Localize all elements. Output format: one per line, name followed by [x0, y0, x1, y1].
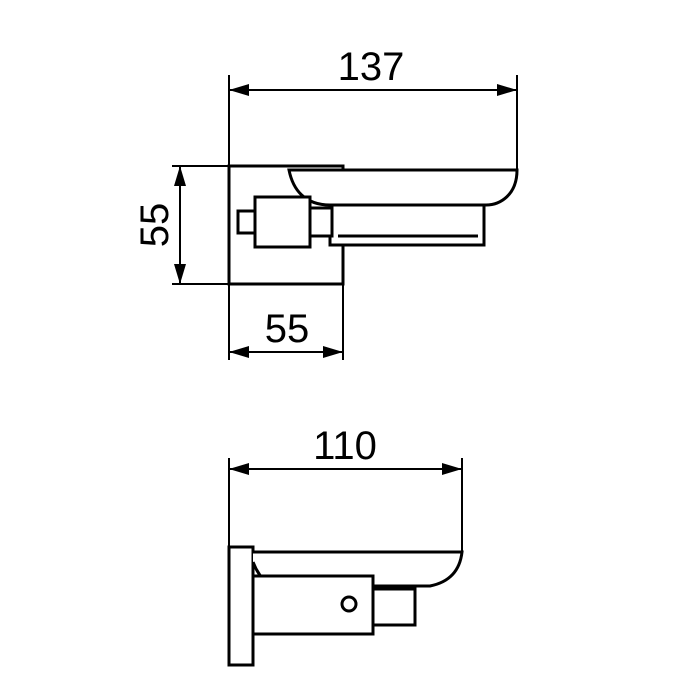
arm-connector: [308, 206, 334, 238]
dim-label-55-vertical: 55: [133, 203, 177, 248]
mounting-block: [253, 195, 312, 249]
dim-label-55-horizontal: 55: [265, 307, 310, 351]
soap-dish-bowl: [287, 168, 519, 207]
set-screw: [340, 595, 358, 613]
side-wall-plate: [227, 545, 255, 667]
dim-label-110: 110: [313, 424, 377, 468]
side-end-cap: [371, 587, 417, 627]
dim-label-137: 137: [338, 45, 405, 89]
top-view: [172, 75, 519, 360]
mounting-knob: [236, 209, 257, 235]
side-view: [227, 458, 464, 667]
dish-holder-tray: [328, 203, 486, 247]
